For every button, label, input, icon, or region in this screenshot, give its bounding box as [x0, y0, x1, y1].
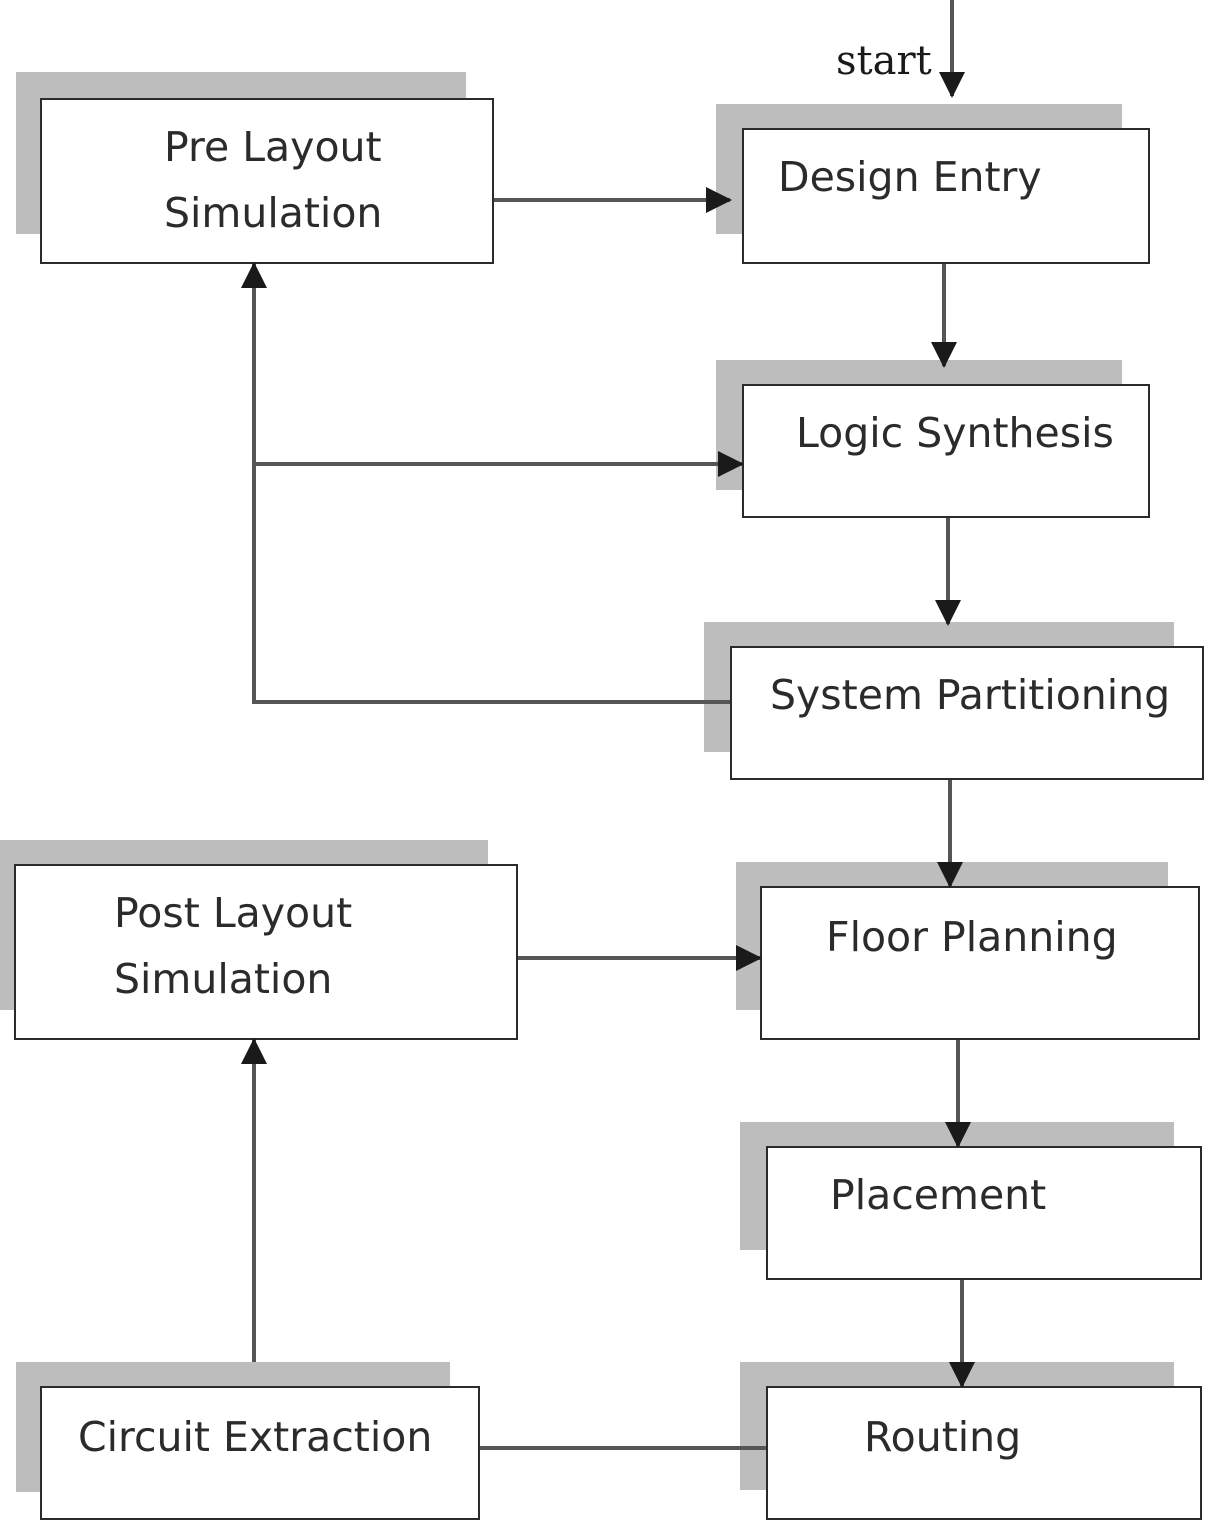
system-partitioning-label: System Partitioning: [770, 671, 1171, 719]
circuit-extraction-box: Circuit Extraction: [40, 1386, 480, 1520]
pre-layout-simulation-label: Pre Layout Simulation: [164, 123, 383, 237]
edge-system-partitioning-pre-layout: [241, 262, 730, 704]
logic-synthesis-label: Logic Synthesis: [796, 409, 1114, 457]
circuit-extraction-label: Circuit Extraction: [78, 1413, 433, 1461]
logic-synthesis-box: Logic Synthesis: [742, 384, 1150, 518]
floor-planning-box: Floor Planning: [760, 886, 1200, 1040]
floor-planning-label: Floor Planning: [826, 913, 1118, 961]
design-entry-box: Design Entry: [742, 128, 1150, 264]
start-label: start: [836, 38, 932, 84]
post-layout-simulation-label: Post Layout Simulation: [114, 889, 353, 1003]
system-partitioning-box: System Partitioning: [730, 646, 1204, 780]
pre-layout-simulation-box: Pre Layout Simulation: [40, 98, 494, 264]
post-layout-simulation-box: Post Layout Simulation: [14, 864, 518, 1040]
placement-label: Placement: [830, 1171, 1047, 1219]
routing-label: Routing: [864, 1413, 1022, 1461]
design-entry-label: Design Entry: [778, 153, 1042, 201]
placement-box: Placement: [766, 1146, 1202, 1280]
routing-box: Routing: [766, 1386, 1202, 1520]
